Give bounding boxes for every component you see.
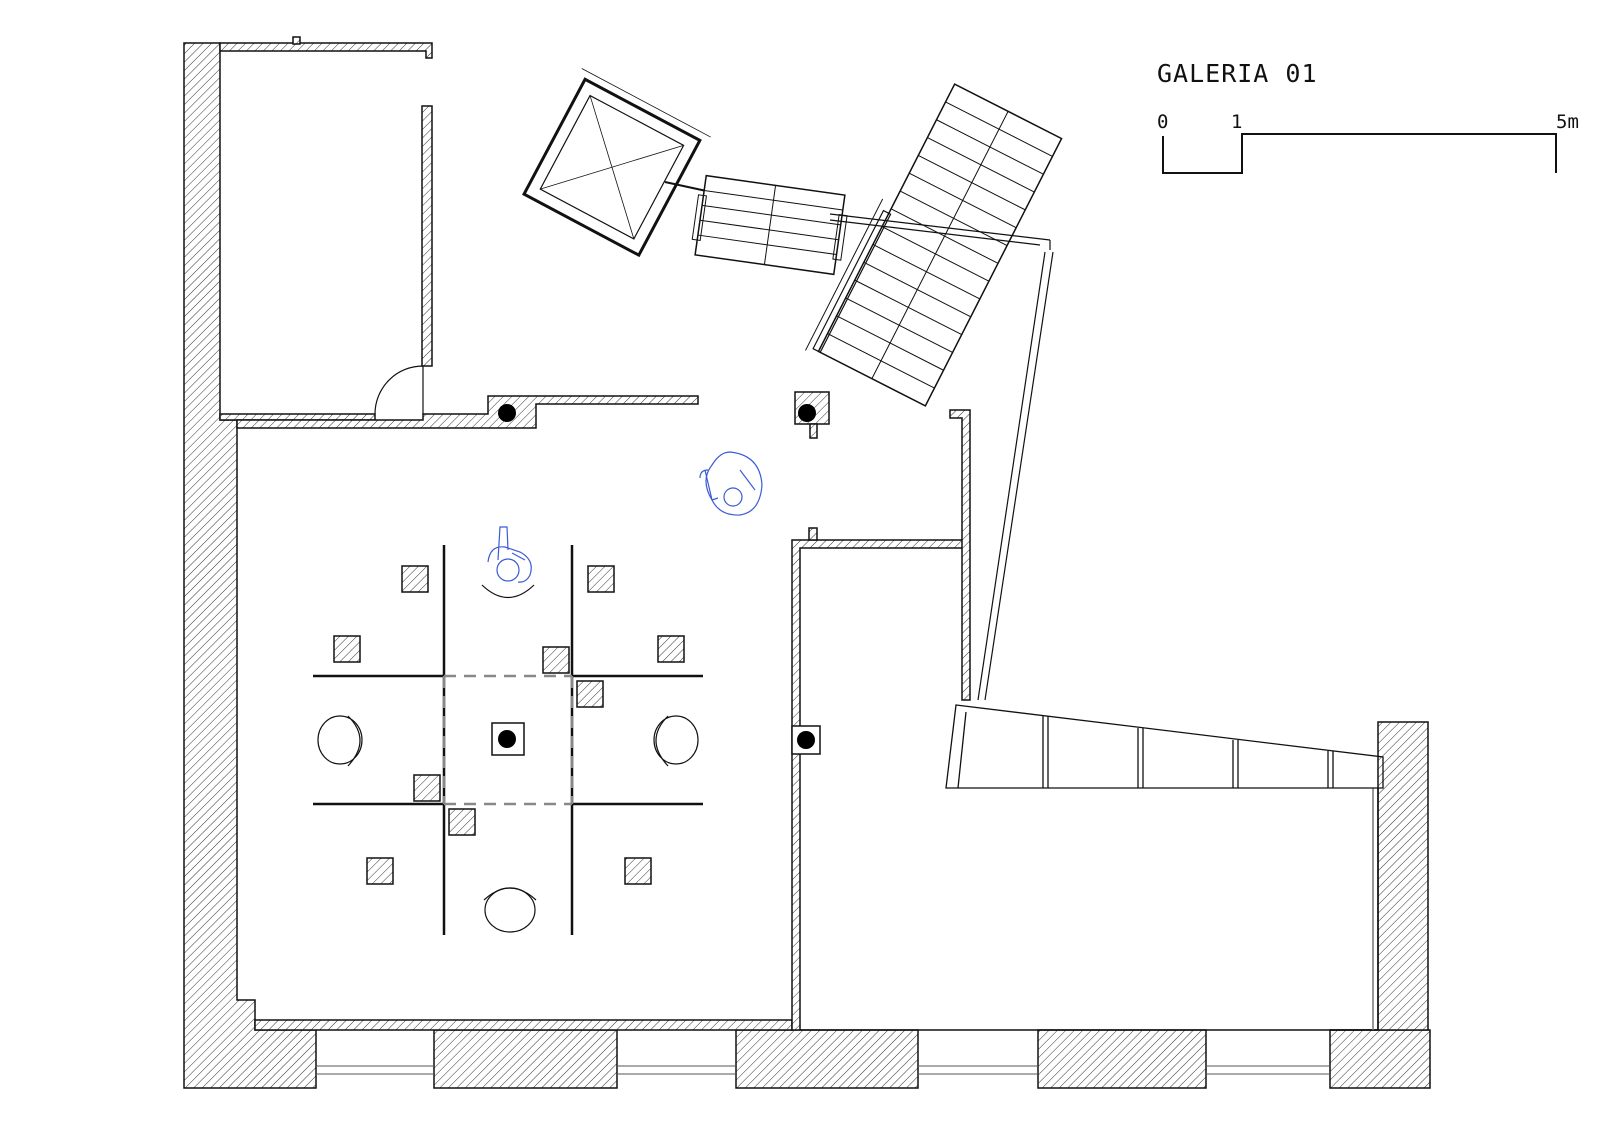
upper-room-top-wall [219,42,433,59]
column-dot [797,731,815,749]
left-wall [183,42,317,1089]
landing-stair [664,174,848,276]
chair-top [481,584,535,598]
scale-tick-1: 1 [1231,111,1242,133]
chairs [317,584,699,933]
railing [829,213,1054,701]
drawing-title: GALERIA 01 [1157,59,1318,88]
chair-bottom [483,887,537,933]
ramp [945,704,1384,789]
right-room-outline [800,788,1379,1031]
door-swing [374,365,424,415]
pedestal [413,774,441,802]
pedestal [448,808,476,836]
pedestal [333,635,361,663]
pedestal [657,635,685,663]
bottom-pier-1 [433,1029,618,1089]
column-dot [498,404,516,422]
right-wall [1330,721,1429,1031]
upper-room-inner-wall [421,105,433,367]
human-figures [487,451,763,583]
bottom-pier-2 [735,1029,919,1089]
pedestal [624,857,652,885]
windows [316,1065,1330,1075]
seated-person [487,526,532,583]
columns [491,404,821,756]
pedestal [401,565,429,593]
main-staircase [805,83,1063,407]
bottom-pier-4 [1329,1029,1431,1089]
pedestal [576,680,604,708]
chair-right [653,715,699,767]
scale-tick-0: 0 [1157,111,1168,133]
pedestal [587,565,615,593]
column-dot [798,404,816,422]
upper-room-bottom-wall [219,413,376,421]
dashed-partitions [442,674,574,806]
scale-tick-5m: 5m [1556,111,1579,133]
bottom-pier-3 [1037,1029,1207,1089]
standing-person [699,451,763,516]
central-partition-wall [791,539,969,1031]
pedestals [333,565,685,885]
scale-bar [1162,133,1557,174]
column-dot [498,730,516,748]
elevator [522,68,711,258]
outer-walls [183,36,1431,1089]
chair-left [317,715,363,767]
pedestal [542,646,570,674]
pedestal [366,857,394,885]
